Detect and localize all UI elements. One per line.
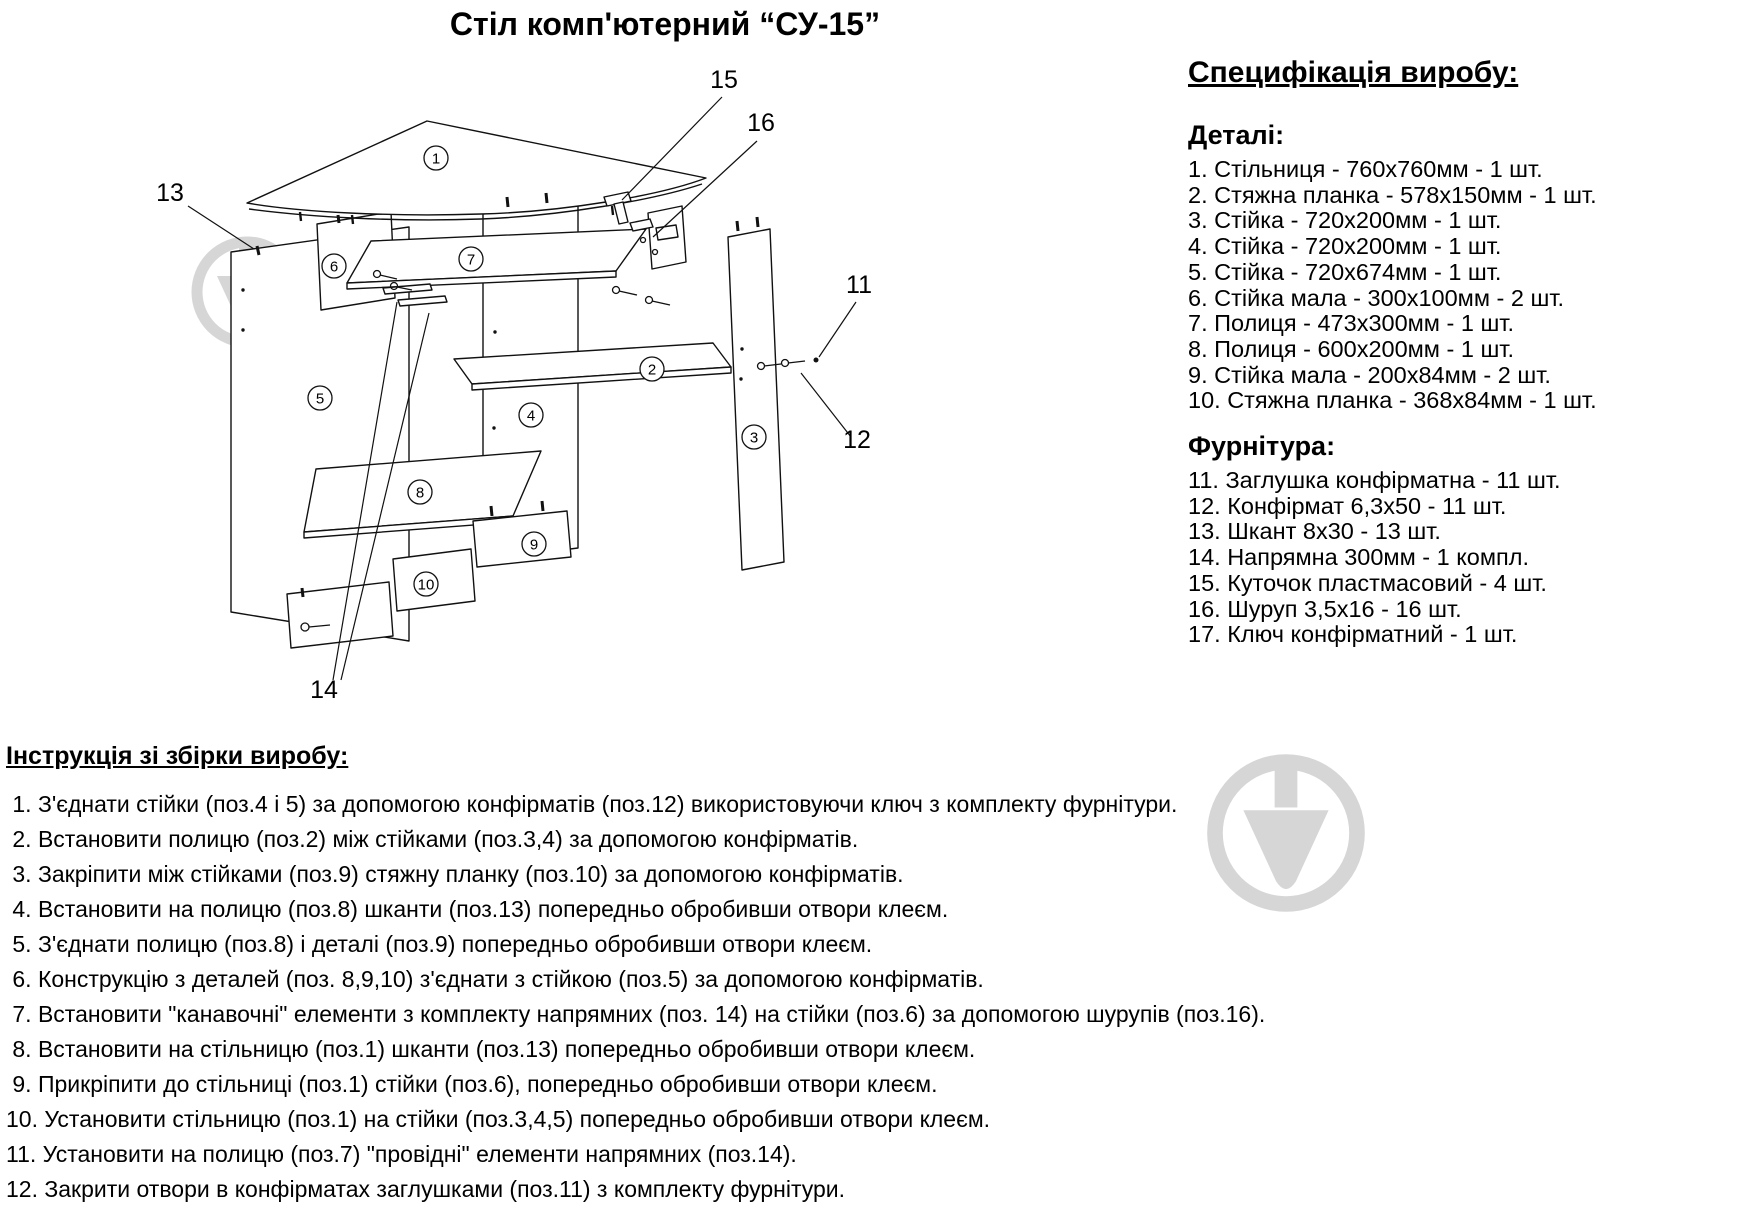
instruction-step: 1. З'єднати стійки (поз.4 і 5) за допомо… [6,791,1178,817]
spec-hardware-item: 14. Напрямна 300мм - 1 компл. [1188,544,1529,571]
instruction-step: 11. Установити на полицю (поз.7) "провід… [6,1141,797,1167]
spec-detail-item: 8. Полиця - 600х200мм - 1 шт. [1188,335,1514,362]
callout-13: 13 [156,179,184,207]
callout-labels: 11 12 13 14 15 16 [156,66,872,704]
spec-hardware-item: 12. Конфірмат 6,3х50 - 11 шт. [1188,492,1507,519]
callout-12: 12 [843,426,871,454]
instructions-heading: Інструкція зі збірки виробу: [6,742,349,770]
details-list: 1. Стільниця - 760х760мм - 1 шт.2. Стяжн… [1188,156,1754,414]
part-label-6: 6 [330,259,338,276]
spec-detail-item: 4. Стійка - 720х200мм - 1 шт. [1188,233,1502,260]
specification-panel: Специфікація виробу: Деталі: 1. Стільниц… [1188,56,1754,648]
instruction-step: 3. Закріпити між стійками (поз.9) стяжну… [6,861,904,887]
spec-hardware-item: 16. Шуруп 3,5х16 - 16 шт. [1188,595,1462,622]
spec-hardware-item: 15. Куточок пластмасовий - 4 шт. [1188,569,1547,596]
spec-hardware-item: 11. Заглушка конфірматна - 11 шт. [1188,467,1561,494]
spec-detail-item: 1. Стільниця - 760х760мм - 1 шт. [1188,156,1543,182]
part-3-side-panel [727,228,785,571]
callout-16: 16 [747,109,775,137]
part-7-shelf-edge [346,270,617,290]
part-label-10: 10 [418,577,435,594]
spec-hardware-item: 17. Ключ конфірматний - 1 шт. [1188,621,1518,648]
instruction-step: 5. З'єднати полицю (поз.8) і деталі (поз… [6,931,873,957]
spec-detail-item: 2. Стяжна планка - 578х150мм - 1 шт. [1188,181,1597,208]
part-label-2: 2 [648,362,656,379]
instruction-step: 9. Прикріпити до стільниці (поз.1) стійк… [6,1071,938,1097]
instruction-step: 8. Встановити на стільницю (поз.1) шкант… [6,1036,976,1062]
spec-detail-item: 7. Полиця - 473х300мм - 1 шт. [1188,310,1514,337]
part-1-desktop [246,120,707,216]
part-9-small-panel [472,510,572,568]
callout-14: 14 [310,676,338,704]
fasteners [241,192,819,632]
assembly-instructions: Інструкція зі збірки виробу: 1. З'єднати… [6,742,1466,1207]
instruction-step: 4. Встановити на полицю (поз.8) шканти (… [6,896,949,922]
spec-hardware-item: 13. Шкант 8х30 - 13 шт. [1188,518,1441,545]
spec-detail-item: 10. Стяжна планка - 368х84мм - 1 шт. [1188,387,1597,414]
spec-detail-item: 3. Стійка - 720х200мм - 1 шт. [1188,207,1502,234]
part-label-7: 7 [467,252,475,269]
part-label-3: 3 [750,430,758,447]
part-label-4: 4 [527,408,535,425]
instruction-step: 12. Закрити отвори в конфірматах заглушк… [6,1176,846,1202]
callout-15: 15 [710,66,738,94]
leader-lines [187,96,857,681]
desktop-edge-thickness [248,183,703,221]
circled-part-labels: 1 2 3 4 5 6 7 8 9 10 [307,145,767,597]
spec-heading: Специфікація виробу: [1188,56,1519,89]
part-label-1: 1 [432,151,440,168]
assembly-diagram: 11 12 13 14 15 16 1 2 3 4 5 6 7 8 9 10 [156,66,872,704]
instruction-step: 7. Встановити "канавочні" елементи з ком… [6,1001,1266,1027]
page-title: Стіл комп'ютерний “СУ-15” [449,6,881,42]
part-label-9: 9 [530,537,538,554]
instruction-step: 10. Установити стільницю (поз.1) на стій… [6,1106,991,1132]
bottom-plank [286,581,394,649]
callout-11: 11 [846,271,872,299]
details-heading: Деталі: [1188,120,1285,150]
instruction-step: 6. Конструкцію з деталей (поз. 8,9,10) з… [6,966,984,992]
hardware-heading: Фурнітура: [1188,431,1336,462]
spec-detail-item: 5. Стійка - 720х674мм - 1 шт. [1188,258,1502,285]
hardware-list: 11. Заглушка конфірматна - 11 шт.12. Кон… [1188,467,1754,648]
part-label-5: 5 [316,391,324,408]
part-label-8: 8 [416,485,424,502]
spec-detail-item: 9. Стійка мала - 200х84мм - 2 шт. [1188,361,1551,388]
instruction-step: 2. Встановити полицю (поз.2) між стійкам… [6,826,859,852]
steps-list: 1. З'єднати стійки (поз.4 і 5) за допомо… [6,787,1466,1207]
spec-detail-item: 6. Стійка мала - 300х100мм - 2 шт. [1188,284,1564,311]
